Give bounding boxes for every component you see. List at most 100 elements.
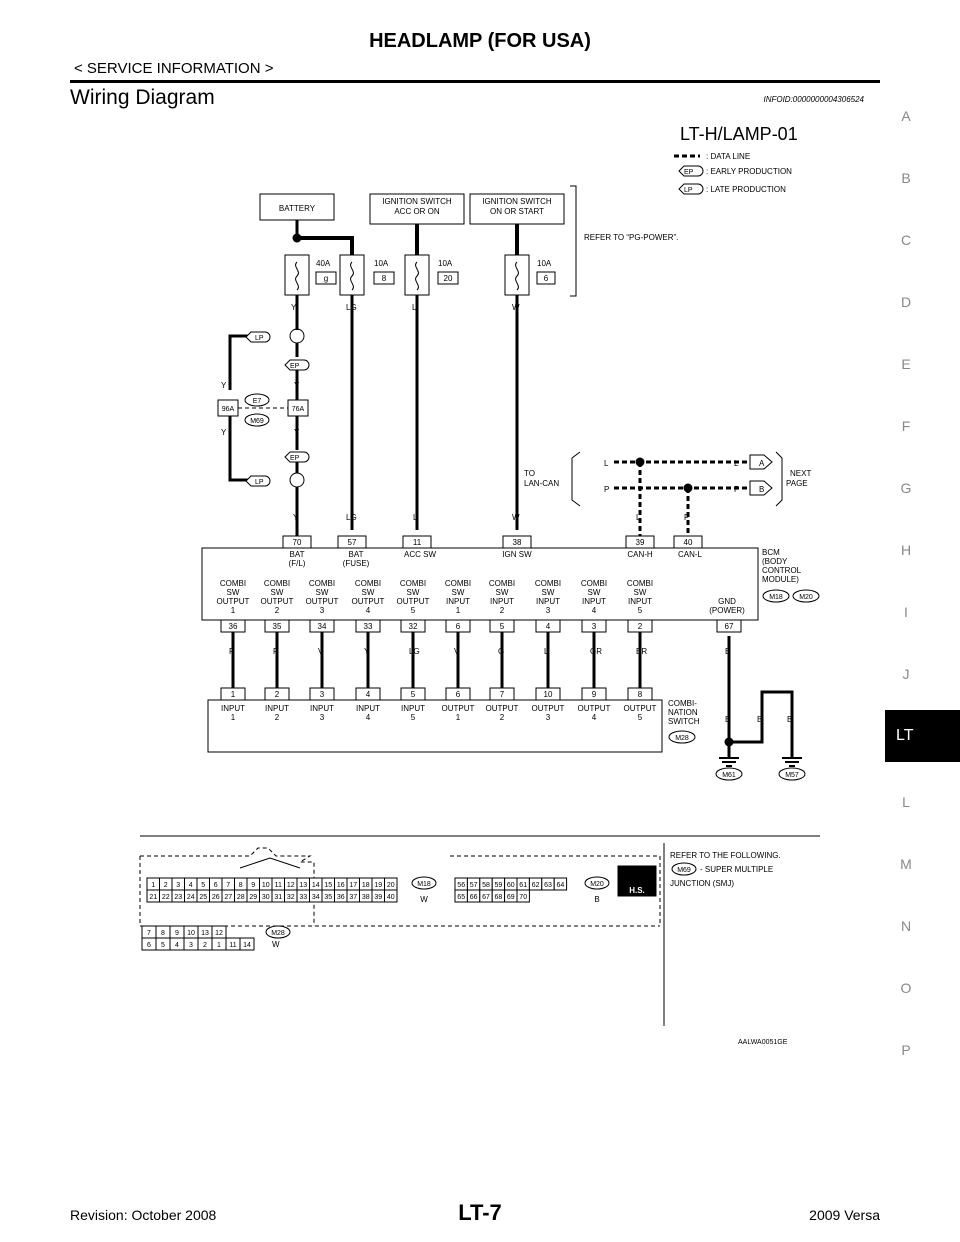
cavity-number: 28 bbox=[237, 894, 245, 901]
ign-acc-label: IGNITION SWITCH bbox=[382, 197, 452, 206]
bcm-name-2: (BODY bbox=[762, 557, 788, 566]
io1-l3: OUTPUT bbox=[217, 597, 250, 606]
header-divider bbox=[70, 80, 880, 83]
lan-wire-l-left: L bbox=[604, 459, 609, 468]
combi-name-1: COMBI- bbox=[668, 699, 697, 708]
index-d[interactable]: D bbox=[900, 294, 912, 310]
cavity-number: 5 bbox=[161, 942, 165, 949]
cavity-number: 61 bbox=[519, 882, 527, 889]
tag-ep-upper: EP bbox=[290, 363, 300, 370]
cavity-number: 7 bbox=[147, 930, 151, 937]
m28-id: M28 bbox=[271, 930, 285, 937]
io8-l3: INPUT bbox=[536, 597, 560, 606]
io10-l2: SW bbox=[634, 588, 647, 597]
cavity-number: 4 bbox=[175, 942, 179, 949]
io8-l4: 3 bbox=[546, 606, 551, 615]
hs-badge: H.S. bbox=[629, 886, 645, 895]
gnd-wire-b2: B bbox=[757, 715, 762, 724]
io4-l1: COMBI bbox=[355, 579, 381, 588]
index-n[interactable]: N bbox=[900, 918, 912, 934]
joint-conn-m69: M69 bbox=[250, 418, 264, 425]
combi-l6a: OUTPUT bbox=[442, 704, 475, 713]
combi-l10a: OUTPUT bbox=[624, 704, 657, 713]
io6-l3: INPUT bbox=[446, 597, 470, 606]
index-l[interactable]: L bbox=[902, 794, 910, 810]
bcm-wire-lg: LG bbox=[346, 513, 357, 522]
ground-m57: M57 bbox=[785, 772, 799, 779]
bcm-label-fl: (F/L) bbox=[289, 559, 306, 568]
bcm-bottom-pin-label: 5 bbox=[500, 622, 505, 631]
index-o[interactable]: O bbox=[900, 980, 912, 996]
cavity bbox=[239, 937, 255, 951]
io5-l3: OUTPUT bbox=[397, 597, 430, 606]
io3-l3: OUTPUT bbox=[306, 597, 339, 606]
cavity-number: 40 bbox=[387, 894, 395, 901]
io9-l4: 4 bbox=[592, 606, 597, 615]
bcm-name-4: MODULE) bbox=[762, 575, 799, 584]
cavity-number: 20 bbox=[387, 882, 395, 889]
bcm-label-canh: CAN-H bbox=[627, 550, 653, 559]
io9-l3: INPUT bbox=[582, 597, 606, 606]
index-g[interactable]: G bbox=[900, 480, 912, 496]
m20-color: B bbox=[594, 895, 599, 904]
combi-l6b: 1 bbox=[456, 713, 461, 722]
cavity-number: 4 bbox=[189, 882, 193, 889]
cavity-number: 2 bbox=[164, 882, 168, 889]
smj-conn: M69 bbox=[677, 867, 691, 874]
bcm-label-ignsw: IGN SW bbox=[502, 550, 532, 559]
legend-early: : EARLY PRODUCTION bbox=[706, 167, 792, 176]
index-f[interactable]: F bbox=[901, 418, 911, 434]
combi-l2b: 2 bbox=[275, 713, 280, 722]
cavity-number: 32 bbox=[287, 894, 295, 901]
io2-l2: SW bbox=[271, 588, 284, 597]
combi-pin-label: 6 bbox=[456, 690, 461, 699]
combi-l3b: 3 bbox=[320, 713, 325, 722]
cavity-number: 1 bbox=[151, 882, 155, 889]
wire-lg-top: LG bbox=[346, 303, 357, 312]
bcm-bottom-pin-label: 35 bbox=[273, 622, 282, 631]
gnd-wire-b3: B bbox=[787, 715, 792, 724]
cavity-number: 21 bbox=[149, 894, 157, 901]
combi-l8b: 3 bbox=[546, 713, 551, 722]
index-e[interactable]: E bbox=[901, 356, 911, 372]
mid-wire-label: G bbox=[498, 647, 504, 656]
lan-can-label: LAN-CAN bbox=[524, 479, 559, 488]
bcm-bottom-pin-label: 36 bbox=[229, 622, 238, 631]
index-h[interactable]: H bbox=[900, 542, 912, 558]
fuse1-num: g bbox=[324, 274, 328, 283]
index-a[interactable]: A bbox=[901, 108, 911, 124]
joint-term-96a: 96A bbox=[222, 406, 235, 413]
index-i[interactable]: I bbox=[904, 604, 908, 620]
combi-name-3: SWITCH bbox=[668, 717, 700, 726]
cavity-number: 31 bbox=[274, 894, 282, 901]
cavity-number: 26 bbox=[212, 894, 220, 901]
combi-pin-label: 2 bbox=[275, 690, 280, 699]
index-b[interactable]: B bbox=[901, 170, 911, 186]
combi-pin-label: 3 bbox=[320, 690, 325, 699]
wire-w-top: W bbox=[512, 303, 520, 312]
io3-l4: 3 bbox=[320, 606, 325, 615]
index-c[interactable]: C bbox=[900, 232, 912, 248]
index-p[interactable]: P bbox=[901, 1042, 911, 1058]
combi-pin-label: 1 bbox=[231, 690, 236, 699]
io4-l4: 4 bbox=[366, 606, 371, 615]
bcm-pin-70: 70 bbox=[293, 538, 302, 547]
fuse3-num: 20 bbox=[444, 274, 453, 283]
cavity-number: 14 bbox=[312, 882, 320, 889]
index-lt-active[interactable]: LT bbox=[885, 710, 960, 762]
cavity-number: 5 bbox=[201, 882, 205, 889]
io4-l3: OUTPUT bbox=[352, 597, 385, 606]
bcm-bottom-pin-label: 32 bbox=[409, 622, 418, 631]
io2-l4: 2 bbox=[275, 606, 280, 615]
io6-l1: COMBI bbox=[445, 579, 471, 588]
index-m[interactable]: M bbox=[900, 856, 912, 872]
legend-late: : LATE PRODUCTION bbox=[706, 185, 786, 194]
legend-data-line: : DATA LINE bbox=[706, 152, 750, 161]
cavity-number: 68 bbox=[495, 894, 503, 901]
bcm-pin-40: 40 bbox=[684, 538, 693, 547]
cavity-number: 63 bbox=[544, 882, 552, 889]
index-j[interactable]: J bbox=[902, 666, 910, 682]
wire-y-right-bot: Y bbox=[294, 428, 300, 437]
